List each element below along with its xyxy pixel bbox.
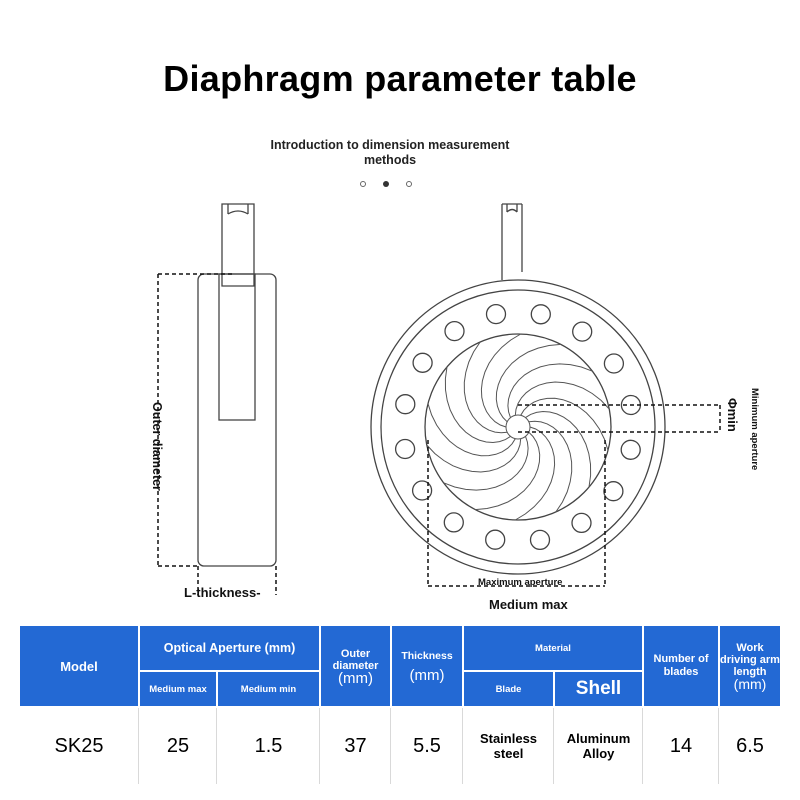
mount-hole xyxy=(529,529,551,551)
medium-max-label: Medium max xyxy=(489,597,569,612)
cell-shell: Aluminum Alloy xyxy=(555,708,642,784)
header-optical-aperture-text: Optical Aperture (mm) xyxy=(163,641,296,655)
page-title: Diaphragm parameter table xyxy=(163,58,637,99)
iris-blade xyxy=(427,403,516,457)
mount-hole xyxy=(443,512,464,533)
row-divider xyxy=(138,708,139,784)
max-aperture-label: Maximum aperture xyxy=(478,577,562,588)
cell-medium-max: 25 xyxy=(140,708,216,784)
carousel-dot-3[interactable] xyxy=(406,181,412,187)
header-model: Model xyxy=(20,626,138,706)
header-material: Material xyxy=(464,626,642,670)
mount-hole xyxy=(603,481,624,502)
header-shell: Shell xyxy=(555,672,642,706)
cell-arm-length: 6.5 xyxy=(720,708,780,784)
aperture-opening xyxy=(505,414,531,440)
dimension-diagram: Outer diameter L-thickness- Φmin Minimum… xyxy=(150,203,760,612)
header-medium-max: Medium max xyxy=(140,672,216,706)
row-divider xyxy=(553,708,554,784)
cell-blades-count-text: 14 xyxy=(669,734,693,757)
aperture-guides xyxy=(427,404,721,587)
carousel-dot-1[interactable] xyxy=(360,181,366,187)
row-divider xyxy=(462,708,463,784)
iris-blade xyxy=(426,438,522,473)
header-blade: Blade xyxy=(464,672,553,706)
cell-blade: Stainless steel xyxy=(464,708,553,784)
iris-blade xyxy=(443,436,529,491)
header-medium-max-text: Medium max xyxy=(149,683,207,695)
row-divider xyxy=(216,708,217,784)
outer-diameter-label: Outer diameter xyxy=(150,402,164,491)
iris-blade xyxy=(507,363,593,418)
header-outer-diameter-unit: (mm) xyxy=(338,669,373,687)
header-shell-text: Shell xyxy=(575,678,622,699)
mount-hole xyxy=(412,352,433,373)
row-divider xyxy=(718,708,719,784)
iris-blade xyxy=(514,381,610,416)
mount-hole xyxy=(485,529,506,550)
carousel-indicator xyxy=(358,181,418,191)
carousel-dot-2[interactable] xyxy=(383,181,389,187)
mount-hole xyxy=(485,303,507,325)
mount-hole xyxy=(571,512,592,534)
mount-hole xyxy=(530,304,551,325)
mount-hole xyxy=(572,321,593,342)
header-thickness-text: Thickness xyxy=(401,650,453,662)
header-arm-length-text: Work driving arm length xyxy=(720,642,780,678)
iris-blade xyxy=(495,343,561,423)
iris-blade xyxy=(463,341,508,434)
header-blades-count-text: Number of blades xyxy=(653,653,709,678)
min-aperture-label: Minimum aperture xyxy=(749,388,760,470)
cell-blades-count: 14 xyxy=(644,708,718,784)
cell-model: SK25 xyxy=(20,708,138,784)
cell-thickness-text: 5.5 xyxy=(413,734,441,757)
iris-blade xyxy=(480,333,521,428)
iris-blade xyxy=(515,426,556,521)
min-symbol-label: Φmin xyxy=(725,398,740,432)
header-blade-text: Blade xyxy=(495,683,522,695)
iris-blade xyxy=(444,366,511,444)
iris-blade xyxy=(475,431,541,511)
mount-hole xyxy=(395,394,416,415)
header-arm-length-unit: (mm) xyxy=(733,676,767,692)
row-divider xyxy=(642,708,643,784)
header-arm-length: Work driving arm length (mm) xyxy=(720,626,780,706)
cell-outer-diameter-text: 37 xyxy=(344,734,367,757)
header-model-text: Model xyxy=(60,658,98,674)
mount-hole xyxy=(394,438,416,460)
header-outer-diameter-text: Outer diameter xyxy=(332,647,379,672)
header-thickness: Thickness (mm) xyxy=(392,626,462,706)
cell-outer-diameter: 37 xyxy=(321,708,390,784)
cell-arm-length-text: 6.5 xyxy=(736,734,764,757)
header-material-text: Material xyxy=(535,642,571,654)
mount-hole xyxy=(603,353,625,374)
mount-hole xyxy=(411,480,433,501)
side-view xyxy=(157,203,277,595)
header-medium-min-text: Medium min xyxy=(240,683,297,695)
front-view xyxy=(370,203,666,575)
cell-medium-max-text: 25 xyxy=(166,734,190,757)
cell-shell-text: Aluminum Alloy xyxy=(566,731,631,761)
cell-medium-min: 1.5 xyxy=(218,708,319,784)
cell-medium-min-text: 1.5 xyxy=(254,734,283,757)
cell-thickness: 5.5 xyxy=(392,708,462,784)
row-divider xyxy=(390,708,391,784)
thickness-label: L-thickness- xyxy=(184,585,261,600)
iris-blade xyxy=(520,397,609,451)
iris-blade xyxy=(528,420,573,513)
row-divider xyxy=(319,708,320,784)
page-subtitle: Introduction to dimension measurement me… xyxy=(270,138,510,167)
header-optical-aperture: Optical Aperture (mm) xyxy=(140,626,319,670)
header-blades-count: Number of blades xyxy=(644,626,718,706)
mount-hole xyxy=(620,439,641,460)
cell-model-text: SK25 xyxy=(54,734,104,757)
mount-hole xyxy=(444,320,465,342)
header-medium-min: Medium min xyxy=(218,672,319,706)
iris-blade xyxy=(525,410,592,488)
cell-blade-text: Stainless steel xyxy=(479,731,538,761)
header-thickness-unit: (mm) xyxy=(409,667,445,684)
parameter-table: Model Optical Aperture (mm) Medium max M… xyxy=(20,626,780,786)
header-outer-diameter: Outer diameter (mm) xyxy=(321,626,390,706)
